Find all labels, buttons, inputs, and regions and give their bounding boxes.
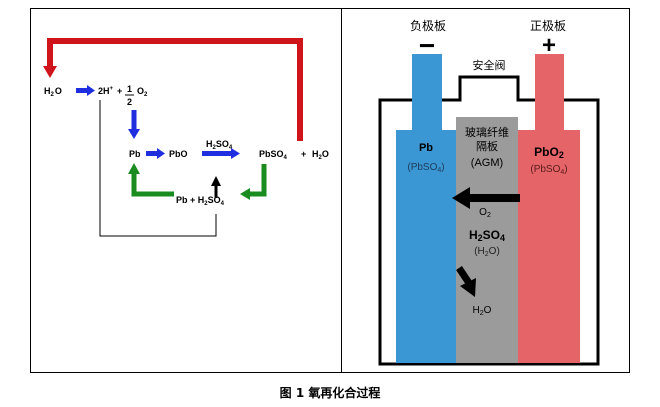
pbo-label: PbO bbox=[169, 149, 188, 159]
acid-label: H2SO4 bbox=[469, 228, 505, 243]
black-loop-line bbox=[99, 100, 217, 237]
figure-frame bbox=[30, 8, 630, 373]
h2o-right-label: H2O bbox=[312, 149, 329, 161]
half-numerator: 1 bbox=[127, 84, 132, 94]
oxygen-label: O2 bbox=[479, 207, 491, 219]
minus-sign: − bbox=[419, 30, 435, 61]
red-feedback-arrow bbox=[47, 38, 303, 141]
recombination-cycle-diagram: H2O 2H+ + 1 2 O2 Pb PbO H2SO4 bbox=[43, 38, 329, 237]
negative-material-label: Pb bbox=[419, 142, 433, 154]
water-arrow bbox=[456, 266, 476, 297]
pb-label: Pb bbox=[129, 149, 141, 159]
green-arrowhead-right bbox=[240, 188, 250, 200]
separator-label-line2: 隔板 bbox=[476, 139, 498, 153]
half-denominator: 2 bbox=[127, 97, 132, 107]
battery-cell-diagram: 负极板 正极板 − + 安全阀 玻璃纤维 隔板 (AGM) Pb (PbSO4)… bbox=[378, 19, 600, 366]
panel-divider bbox=[341, 8, 342, 373]
negative-sulfate-label: (PbSO4) bbox=[407, 162, 444, 174]
negative-plate-label: 负极板 bbox=[410, 19, 446, 33]
acid-water-label: (H2O) bbox=[474, 246, 500, 258]
separator-label-line3: (AGM) bbox=[471, 157, 503, 169]
oxygen-arrow bbox=[452, 187, 520, 209]
positive-terminal bbox=[535, 54, 564, 132]
positive-sulfate-label: (PbSO4) bbox=[530, 164, 567, 176]
negative-terminal bbox=[412, 54, 442, 132]
agm-separator bbox=[456, 117, 518, 363]
blue-arrow-h2o-to-h bbox=[76, 85, 95, 96]
positive-plate-label: 正极板 bbox=[530, 19, 566, 33]
green-arrowhead-left bbox=[128, 163, 140, 174]
plus-sign: + bbox=[542, 32, 556, 59]
positive-plate bbox=[518, 130, 580, 363]
water-label: H2O bbox=[473, 305, 492, 317]
blue-arrow-down-to-pb bbox=[128, 110, 140, 139]
green-arrow-right bbox=[248, 164, 267, 197]
hydrogen-ion-label: 2H+ bbox=[98, 86, 114, 96]
negative-plate bbox=[396, 130, 456, 363]
plus-sign-1: + bbox=[117, 86, 122, 96]
pbso4-label: PbSO4 bbox=[259, 149, 288, 161]
positive-material-label: PbO2 bbox=[534, 145, 564, 160]
blue-arrow-pbo-to-pbso4 bbox=[202, 148, 240, 159]
safety-valve-label: 安全阀 bbox=[473, 58, 506, 72]
red-arrowhead bbox=[43, 66, 57, 78]
h2o-left-label: H2O bbox=[44, 86, 62, 98]
black-arrow-up bbox=[211, 176, 221, 198]
bottom-pb-h2so4-label: Pb + H2SO4 bbox=[176, 195, 225, 207]
figure-caption: 图 1 氧再化合过程 bbox=[279, 386, 381, 400]
o2-left-label: O2 bbox=[137, 86, 148, 98]
plus-sign-2: + bbox=[301, 149, 306, 159]
h2so4-top-label: H2SO4 bbox=[206, 139, 233, 151]
separator-label-line1: 玻璃纤维 bbox=[465, 125, 509, 139]
battery-case-outline bbox=[378, 75, 600, 366]
green-arrow-left bbox=[131, 172, 174, 197]
blue-arrow-pb-to-pbo bbox=[146, 148, 165, 159]
